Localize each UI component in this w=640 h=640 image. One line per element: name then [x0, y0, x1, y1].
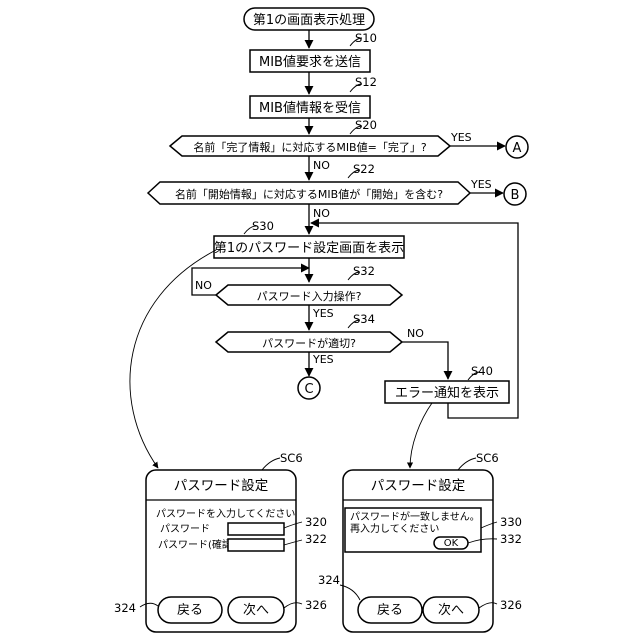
step-s10-ref: S10	[355, 31, 377, 45]
decision-s32-yes: YES	[312, 307, 334, 320]
screen-right-title: パスワード設定	[371, 478, 466, 494]
decision-s34-label: パスワードが適切?	[262, 336, 356, 350]
screen-left-prompt: パスワードを入力してください	[156, 507, 295, 520]
step-s20-ref: S20	[355, 118, 377, 132]
screen-left-back-ref: 324	[114, 601, 136, 615]
password-field[interactable]	[228, 523, 284, 535]
start-terminal-label: 第1の画面表示処理	[253, 13, 365, 28]
step-s34-ref: S34	[353, 312, 375, 326]
screen-left-field1-label: パスワード	[160, 523, 210, 535]
dialog-ref: 330	[500, 515, 522, 529]
ok-button-label: OK	[444, 538, 459, 549]
step-s30-ref: S30	[252, 219, 274, 233]
decision-s22-yes: YES	[470, 178, 492, 191]
screen-left-next-ref: 326	[305, 598, 327, 612]
step-s10-label: MIB値要求を送信	[259, 54, 361, 70]
decision-s34-yes: YES	[312, 353, 334, 366]
field2-ref: 322	[305, 532, 327, 546]
step-s22-ref: S22	[353, 162, 375, 176]
screen-left-ref: SC6	[280, 451, 303, 465]
decision-s20-yes: YES	[450, 131, 472, 144]
connector-a-label: A	[513, 141, 522, 156]
decision-s34-no: NO	[407, 327, 424, 340]
screen-right-back-ref: 324	[318, 573, 340, 587]
screen-right-ref: SC6	[476, 451, 499, 465]
decision-s32-no: NO	[195, 279, 212, 292]
step-s12-ref: S12	[355, 75, 377, 89]
step-s40-ref: S40	[471, 364, 493, 378]
decision-s22-label: 名前「開始情報」に対応するMIB値が「開始」を含む?	[175, 187, 443, 201]
screen-right-back-label: 戻る	[377, 603, 403, 618]
ok-ref: 332	[500, 532, 522, 546]
field1-ref: 320	[305, 515, 327, 529]
step-s30-label: 第1のパスワード設定画面を表示	[214, 240, 404, 256]
error-line2: 再入力してください	[350, 522, 439, 535]
step-s32-ref: S32	[353, 264, 375, 278]
screen-right-next-label: 次へ	[438, 602, 464, 618]
screen-left-field2-label: パスワード(確認)	[158, 538, 236, 551]
error-line1: パスワードが一致しません。	[350, 510, 480, 523]
decision-s22-no: NO	[313, 207, 330, 220]
screen-left-title: パスワード設定	[174, 478, 269, 494]
screen-left-back-label: 戻る	[177, 603, 203, 618]
step-s12-label: MIB値情報を受信	[259, 100, 361, 116]
connector-b-label: B	[511, 188, 520, 203]
decision-s32-label: パスワード入力操作?	[257, 289, 362, 303]
decision-s20-no: NO	[313, 159, 330, 172]
screen-left-next-label: 次へ	[243, 602, 269, 618]
step-s40-label: エラー通知を表示	[395, 385, 499, 401]
decision-s20-label: 名前「完了情報」に対応するMIB値=「完了」?	[193, 140, 426, 154]
screen-right-next-ref: 326	[500, 598, 522, 612]
password-confirm-field[interactable]	[228, 539, 284, 551]
connector-c-label: C	[304, 382, 313, 397]
